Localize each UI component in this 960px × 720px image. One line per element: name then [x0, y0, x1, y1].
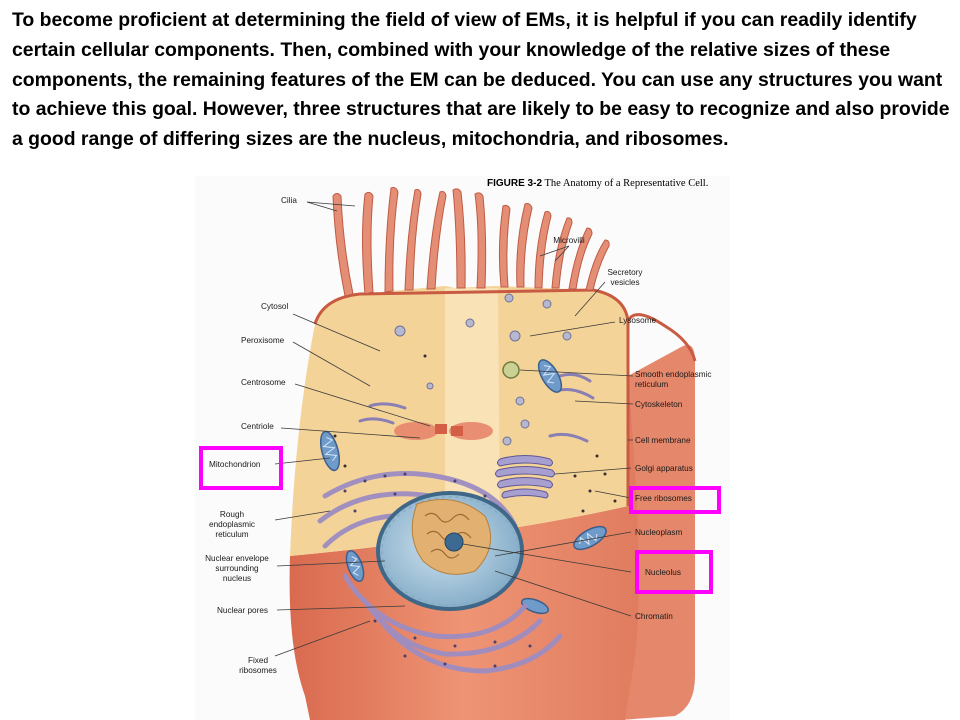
label-nuclear-pores: Nuclear pores: [217, 606, 268, 615]
fixed-ribosome-dots: [343, 472, 532, 668]
figure-number: FIGURE 3-2: [487, 178, 543, 189]
label-cytoskeleton: Cytoskeleton: [635, 400, 683, 409]
label-chromatin: Chromatin: [635, 612, 673, 621]
cell-illustration: [195, 176, 730, 720]
figure-caption: FIGURE 3-2 The Anatomy of a Representati…: [487, 178, 708, 189]
label-cilia: Cilia: [281, 196, 297, 205]
microvilli-group: [498, 203, 610, 291]
intro-paragraph: To become proficient at determining the …: [12, 9, 950, 151]
highlight-nucleolus: [635, 550, 713, 594]
label-rough-er: Rough endoplasmic reticulum: [209, 510, 255, 539]
label-free-ribosomes: Free ribosomes: [635, 494, 692, 503]
vesicles-group: [394, 293, 572, 446]
label-centrosome: Centrosome: [241, 378, 286, 387]
label-golgi: Golgi apparatus: [635, 464, 693, 473]
label-microvilli: Microvilli: [553, 236, 585, 245]
label-secretory-vesicles: Secretory vesicles: [607, 268, 643, 287]
label-nucleolus: Nucleolus: [645, 568, 681, 577]
label-fixed-ribosomes: Fixed ribosomes: [239, 656, 277, 675]
cilia-group: [332, 187, 487, 297]
cell-anatomy-figure: FIGURE 3-2 The Anatomy of a Representati…: [195, 176, 730, 720]
label-lysosome: Lysosome: [619, 316, 657, 325]
label-nuclear-envelope: Nuclear envelope surrounding nucleus: [205, 554, 269, 583]
highlight-free-ribosomes: [629, 486, 721, 514]
label-nucleoplasm: Nucleoplasm: [635, 528, 683, 537]
highlight-mitochondrion: [199, 446, 283, 490]
label-cell-membrane: Cell membrane: [635, 436, 691, 445]
label-mitochondrion: Mitochondrion: [209, 460, 261, 469]
nucleus-body: [376, 491, 524, 611]
figure-title: The Anatomy of a Representative Cell.: [544, 178, 709, 189]
label-peroxisome: Peroxisome: [241, 336, 285, 345]
centrosome-body: [394, 422, 493, 440]
free-ribosome-dots: [333, 354, 617, 513]
leader-lines: [274, 201, 634, 657]
lysosome-body: [502, 361, 520, 379]
golgi-body: [495, 455, 555, 499]
label-cytosol: Cytosol: [261, 302, 289, 311]
label-smooth-er: Smooth endoplasmic reticulum: [635, 370, 712, 389]
label-centriole: Centriole: [241, 422, 274, 431]
